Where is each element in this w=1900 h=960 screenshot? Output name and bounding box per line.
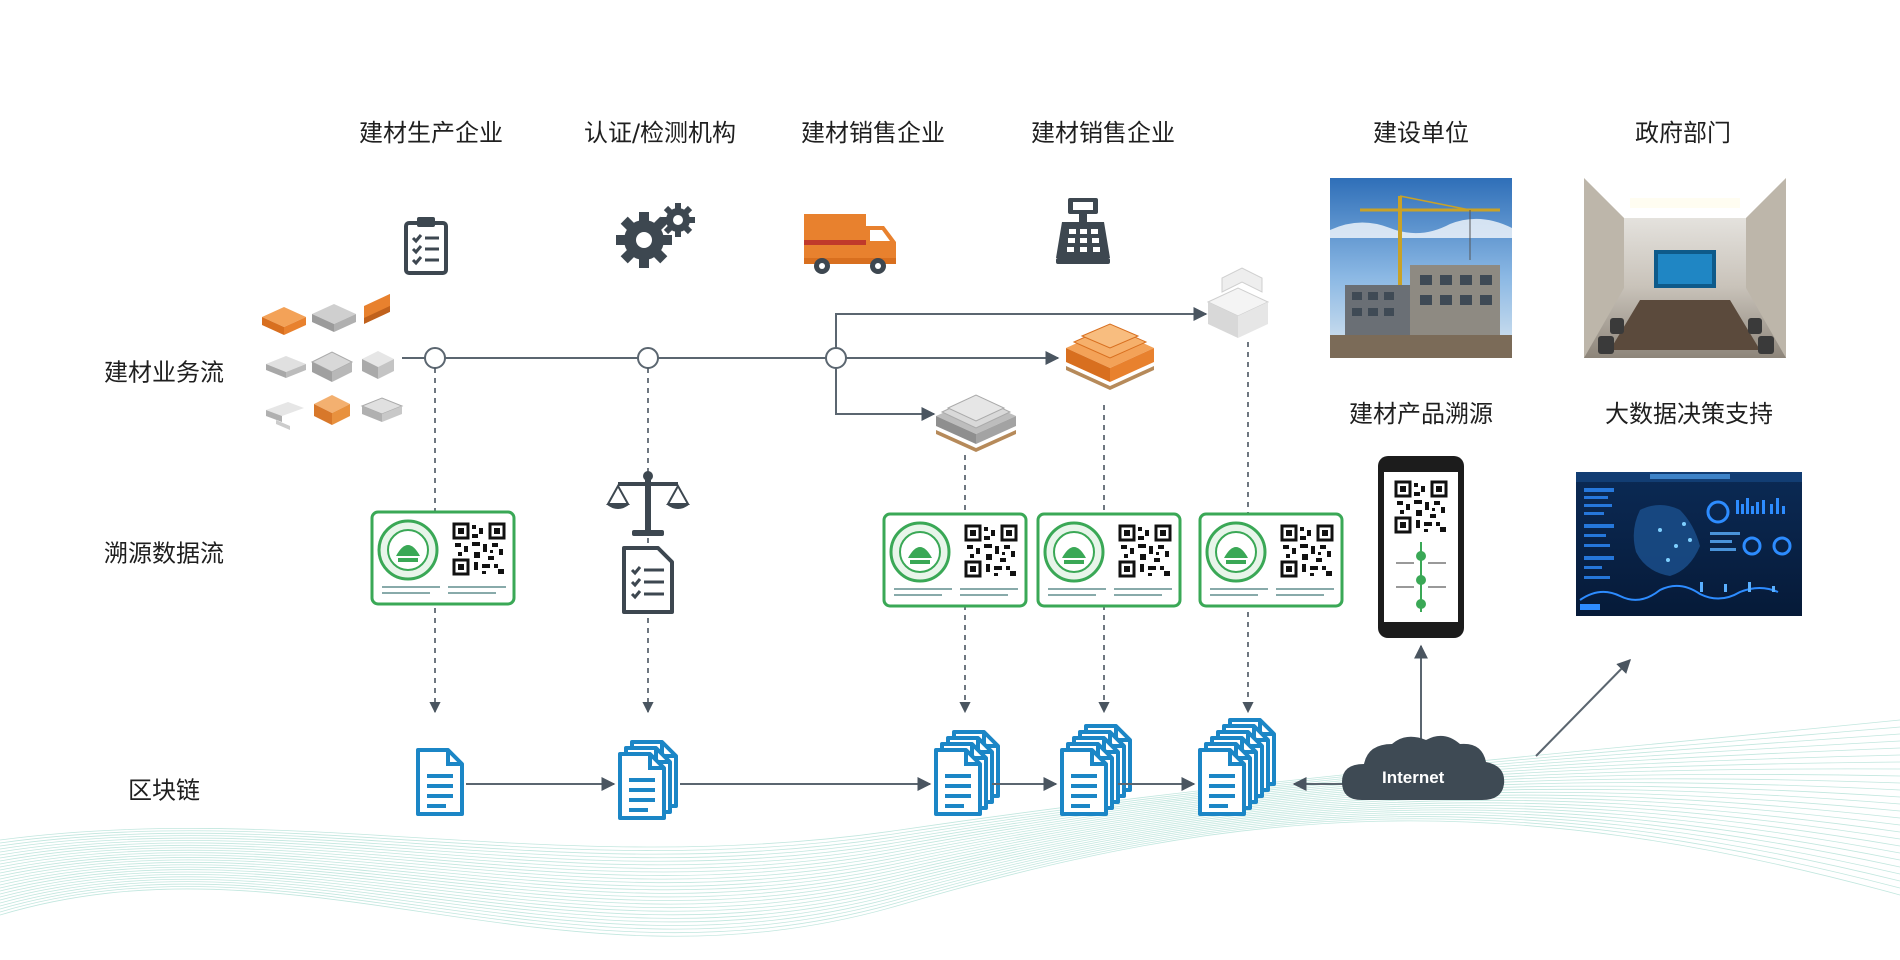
traceability-certificate-2 [884,514,1026,606]
column-label-sales-1: 建材销售企业 [801,119,945,147]
column-label-sales-2: 建材销售企业 [1031,119,1175,147]
internet-label: Internet [1382,768,1445,787]
grey-pallet-materials [935,394,1017,453]
cash-register-icon [1056,198,1110,264]
traceability-certificate-1 [372,512,514,604]
scale-balance-icon [606,471,690,536]
blockchain-document-1 [416,748,464,816]
checklist-document-icon [622,546,674,614]
business-flow-lines [402,307,1208,421]
blockchain-document-4 [1060,724,1132,816]
column-label-construction: 建设单位 [1373,119,1469,147]
column-label-government: 政府部门 [1635,119,1731,147]
white-block-material [1206,267,1270,338]
label-big-data-decision: 大数据决策支持 [1605,400,1773,428]
clipboard-checklist-icon [404,217,448,275]
construction-site-photo [1330,178,1512,358]
column-label-certification: 认证/检测机构 [583,119,737,147]
traceability-certificate-4 [1200,514,1342,606]
flow-node-3 [825,347,847,369]
traceability-certificate-3 [1038,514,1180,606]
blockchain-document-2 [618,740,678,820]
column-label-manufacturer: 建材生产企业 [359,119,503,147]
internet-cloud-icon [1342,735,1505,800]
background-waves [0,719,1900,937]
big-data-dashboard [1576,472,1802,616]
delivery-truck-icon [804,214,896,274]
meeting-room-photo [1584,178,1786,358]
blockchain-document-3 [934,730,1000,816]
label-product-traceability: 建材产品溯源 [1349,400,1493,428]
row-label-blockchain: 区块链 [128,776,200,805]
orange-brick-pallet [1065,323,1155,391]
row-label-business-flow: 建材业务流 [104,358,224,387]
row-label-traceability-flow: 溯源数据流 [104,539,224,568]
flow-node-1 [424,347,446,369]
flow-node-2 [637,347,659,369]
blockchain-links [466,644,1631,791]
phone-traceability-screen [1378,456,1464,638]
building-materials-cluster [262,293,404,430]
gears-icon [616,203,695,268]
